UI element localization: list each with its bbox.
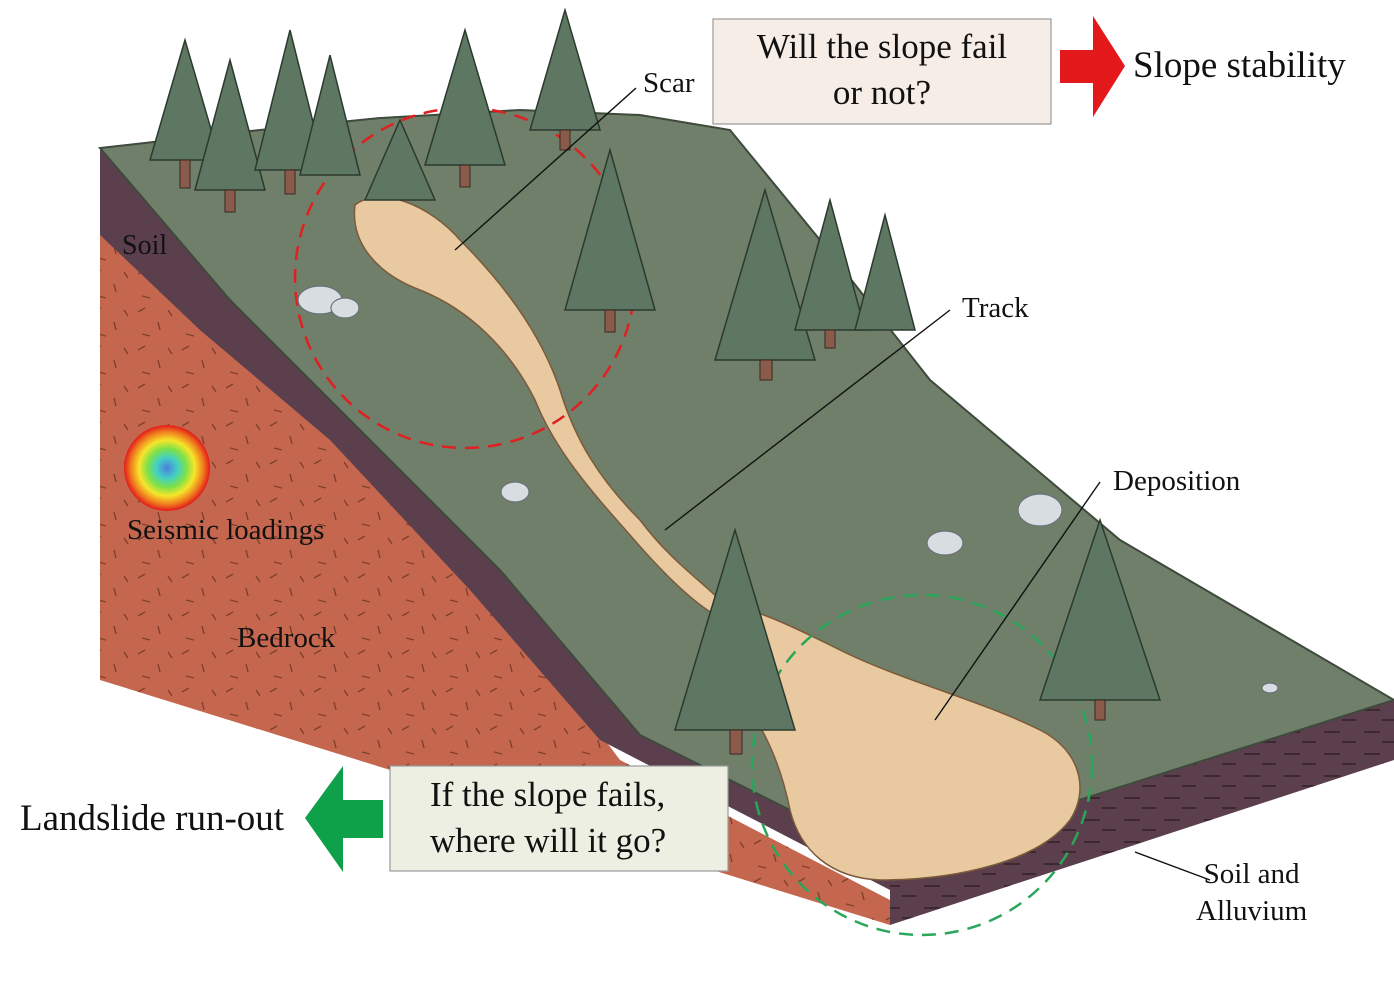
trees	[149, 7, 1162, 731]
track-label: Track	[962, 292, 1029, 324]
soil-alluvium-line2: Alluvium	[1196, 895, 1308, 927]
top-question-box	[712, 18, 1052, 125]
deposition-label: Deposition	[1113, 465, 1241, 497]
scar-label: Scar	[643, 67, 695, 99]
seismic-source	[124, 425, 210, 511]
bottom-question-line2: where will it go?	[430, 821, 667, 860]
top-question-line1: Will the slope fail	[756, 27, 1008, 66]
slope-stability-label: Slope stability	[1133, 45, 1346, 86]
rocks	[297, 285, 1279, 694]
bottom-question-box	[389, 765, 729, 872]
red-arrow-icon	[1060, 16, 1125, 117]
top-question-text: Will the slope fail or not?	[713, 24, 1051, 116]
leader-lines	[454, 87, 1211, 881]
deposition-circle	[750, 593, 1094, 937]
tree-trunks	[179, 129, 1106, 755]
bedrock-label: Bedrock	[237, 622, 336, 654]
green-arrow-icon	[305, 766, 383, 872]
landslide-runout-label: Landslide run-out	[20, 798, 285, 839]
top-question-line2: or not?	[832, 73, 932, 112]
bottom-question-line1: If the slope fails,	[430, 775, 666, 814]
soil-alluvium-label: Soil and Alluvium	[1196, 856, 1307, 930]
soil-label: Soil	[122, 230, 168, 261]
soil-alluvium-line1: Soil and	[1203, 858, 1300, 890]
seismic-loadings-label: Seismic loadings	[127, 514, 325, 546]
bottom-question-text: If the slope fails, where will it go?	[390, 772, 728, 864]
